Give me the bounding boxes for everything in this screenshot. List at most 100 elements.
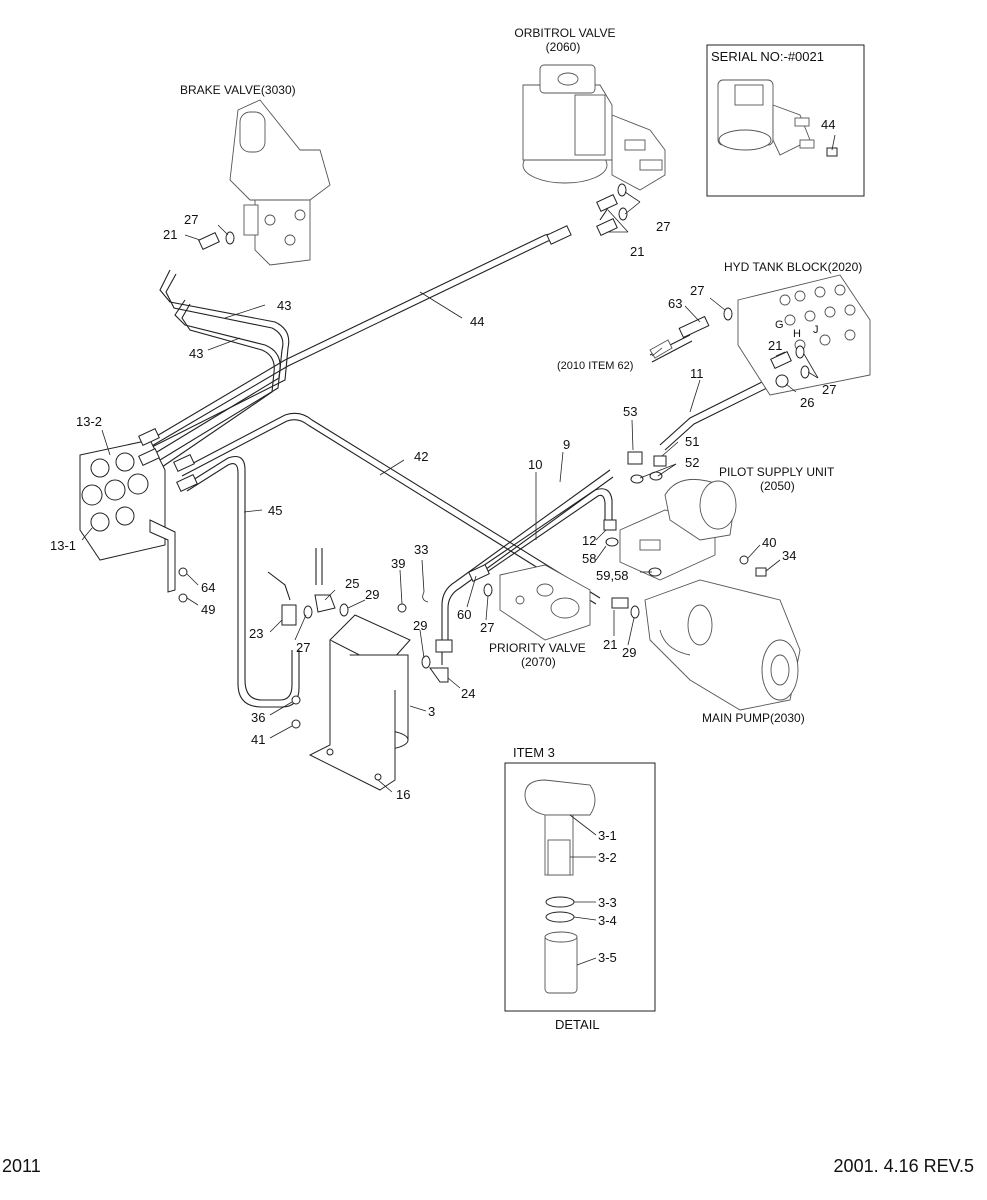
- svg-text:J: J: [813, 324, 819, 336]
- label-3-2: 3-2: [598, 850, 617, 865]
- valve-block-13: [79, 428, 198, 593]
- part-labels: 27 21 44 27 21 43 43 44 27 63 21 27 26 1…: [50, 117, 836, 965]
- label-45: 45: [268, 503, 282, 518]
- title-item62: (2010 ITEM 62): [557, 360, 633, 372]
- title-pilot: PILOT SUPPLY UNIT: [719, 465, 835, 479]
- fittings: [178, 183, 810, 729]
- label-9: 9: [563, 437, 570, 452]
- title-serial: SERIAL NO:-#0021: [711, 49, 824, 64]
- label-49: 49: [201, 602, 215, 617]
- label-21-brake: 21: [163, 227, 177, 242]
- pipe-42-b: [181, 419, 597, 605]
- label-60: 60: [457, 607, 471, 622]
- label-53: 53: [623, 404, 637, 419]
- pipe-10-b: [483, 494, 606, 575]
- label-34: 34: [782, 548, 796, 563]
- label-21-tank: 21: [768, 338, 782, 353]
- label-3-1: 3-1: [598, 828, 617, 843]
- pilot-supply-unit: [619, 478, 737, 581]
- orbitrol-valve: [522, 64, 666, 191]
- label-43-upper: 43: [277, 298, 291, 313]
- label-29-a: 29: [365, 587, 379, 602]
- label-3-3: 3-3: [598, 895, 617, 910]
- hyd-tank-block: G H J: [737, 274, 871, 396]
- label-36: 36: [251, 710, 265, 725]
- label-29-b: 29: [413, 618, 427, 633]
- label-41: 41: [251, 732, 265, 747]
- label-27-orbitrol: 27: [656, 219, 670, 234]
- label-27-b: 27: [296, 640, 310, 655]
- title-pilot-ref: (2050): [760, 479, 795, 493]
- label-27-tank: 27: [690, 283, 704, 298]
- pipe-9-b: [447, 476, 614, 640]
- pipe-43-lower: [159, 299, 281, 461]
- title-priority-ref: (2070): [521, 655, 556, 669]
- title-priority: PRIORITY VALVE: [489, 641, 586, 655]
- label-21-c: 21: [603, 637, 617, 652]
- label-44-serial: 44: [821, 117, 835, 132]
- title-brake: BRAKE VALVE(3030): [180, 83, 296, 97]
- label-23: 23: [249, 626, 263, 641]
- label-59-58: 59,58: [596, 568, 629, 583]
- serial-inset: [706, 44, 865, 197]
- label-12: 12: [582, 533, 596, 548]
- pipe-43-upper: [149, 269, 290, 449]
- title-orbitrol: ORBITROL VALVE: [514, 26, 615, 40]
- label-25: 25: [345, 576, 359, 591]
- item3-detail-box: [504, 762, 656, 1012]
- title-detail: DETAIL: [555, 1017, 600, 1032]
- label-33: 33: [414, 542, 428, 557]
- filter-assembly-3: [308, 614, 411, 791]
- label-27-tank-2: 27: [822, 382, 836, 397]
- pipe-44-b: [149, 238, 561, 448]
- label-16: 16: [396, 787, 410, 802]
- footer-revision: 2001. 4.16 REV.5: [834, 1156, 974, 1176]
- pipe-42: [179, 412, 601, 599]
- pipe-11: [659, 377, 771, 446]
- svg-text:H: H: [793, 328, 801, 340]
- priority-valve: [499, 564, 591, 641]
- label-13-1: 13-1: [50, 538, 76, 553]
- footer: 2011 2001. 4.16 REV.5: [2, 1156, 974, 1176]
- label-63: 63: [668, 296, 682, 311]
- pipe-9: [441, 469, 611, 640]
- label-58: 58: [582, 551, 596, 566]
- pipe-63-b: [651, 340, 693, 363]
- label-64: 64: [201, 580, 215, 595]
- brake-valve: [229, 99, 331, 266]
- label-3: 3: [428, 704, 435, 719]
- label-27-brake: 27: [184, 212, 198, 227]
- label-29-c: 29: [622, 645, 636, 660]
- leader-lines: [81, 134, 836, 966]
- label-3-5: 3-5: [598, 950, 617, 965]
- item62-hose: [649, 315, 710, 359]
- label-51: 51: [685, 434, 699, 449]
- label-40: 40: [762, 535, 776, 550]
- pipe-11-b: [664, 384, 774, 451]
- label-43-lower: 43: [189, 346, 203, 361]
- footer-page-number: 2011: [2, 1156, 41, 1176]
- title-main-pump: MAIN PUMP(2030): [702, 711, 805, 725]
- pipe-23: [267, 571, 291, 601]
- pipe-43-upper-b: [151, 273, 284, 456]
- label-44: 44: [470, 314, 484, 329]
- label-3-4: 3-4: [598, 913, 617, 928]
- label-24: 24: [461, 686, 475, 701]
- label-21-orbitrol: 21: [630, 244, 644, 259]
- label-52: 52: [685, 455, 699, 470]
- main-pump: [644, 579, 801, 711]
- title-orbitrol-ref: (2060): [546, 40, 581, 54]
- label-39: 39: [391, 556, 405, 571]
- label-27-c: 27: [480, 620, 494, 635]
- label-42: 42: [414, 449, 428, 464]
- title-item3: ITEM 3: [513, 745, 555, 760]
- label-13-2: 13-2: [76, 414, 102, 429]
- component-titles: ORBITROL VALVE (2060) SERIAL NO:-#0021 B…: [180, 26, 862, 1032]
- label-26: 26: [800, 395, 814, 410]
- pipe-43-lower-b: [161, 303, 275, 468]
- label-11: 11: [690, 366, 704, 381]
- label-10: 10: [528, 457, 542, 472]
- title-hyd-tank: HYD TANK BLOCK(2020): [724, 260, 862, 274]
- svg-text:G: G: [775, 319, 784, 331]
